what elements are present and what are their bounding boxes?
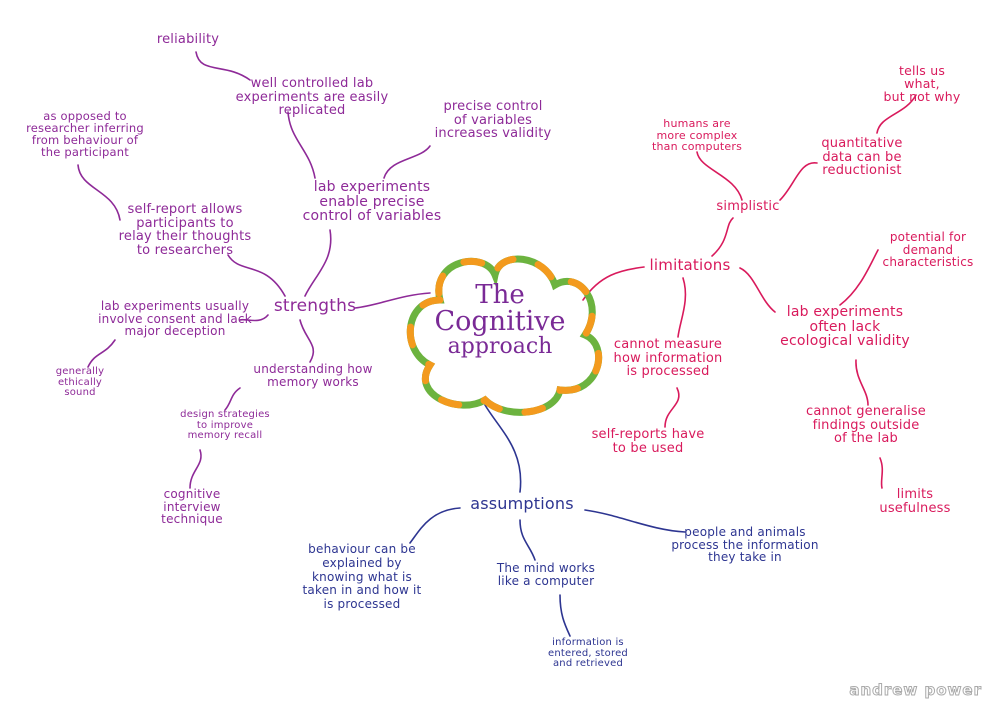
lab-enable-node: lab experiments enable precise control o… — [302, 179, 442, 225]
cannot-measure-node: cannot measure how information is proces… — [613, 337, 723, 380]
cloud-shape — [406, 255, 603, 416]
strengths-node: strengths — [273, 296, 357, 316]
ecological-validity-node: lab experiments often lack ecological va… — [780, 304, 910, 350]
strengths-connectors — [77, 51, 431, 489]
quantitative-node: quantitative data can be reductionist — [821, 136, 903, 179]
memory-node: understanding how memory works — [253, 362, 373, 389]
self-reports-used-node: self-reports have to be used — [591, 427, 705, 456]
limits-usefulness-node: limits usefulness — [879, 487, 951, 516]
central-title-line2: Cognitive — [434, 306, 566, 337]
reliability-node: reliability — [156, 32, 220, 47]
watermark: andrew power — [849, 681, 982, 700]
limitations-connectors — [582, 94, 917, 489]
demand-characteristics-node: potential for demand characteristics — [882, 230, 974, 270]
cognitive-interview-node: cognitive interview technique — [161, 487, 223, 527]
tells-us-node: tells us what, but not why — [883, 63, 961, 105]
people-animals-node: people and animals process the informati… — [671, 525, 819, 565]
precise-control-node: precise control of variables increases v… — [434, 99, 552, 142]
self-report-node: self-report allows participants to relay… — [118, 202, 252, 258]
central-title-line1: The — [475, 280, 525, 310]
humans-complex-node: humans are more complex than computers — [651, 117, 743, 154]
as-opposed-node: as opposed to researcher inferring from … — [26, 109, 144, 160]
design-strategies-node: design strategies to improve memory reca… — [180, 409, 270, 441]
limitations-node: limitations — [649, 256, 731, 274]
cannot-generalise-node: cannot generalise findings outside of th… — [806, 404, 926, 447]
central-title-line3: approach — [447, 334, 553, 360]
assumptions-node: assumptions — [470, 494, 574, 513]
assumptions-connectors — [409, 404, 686, 637]
ethical-node: generally ethically sound — [55, 366, 105, 398]
mind-computer-node: The mind works like a computer — [496, 561, 596, 588]
information-stored-node: information is entered, stored and retri… — [548, 637, 628, 669]
simplistic-node: simplistic — [716, 199, 780, 214]
consent-node: lab experiments usually involve consent … — [98, 299, 252, 339]
well-controlled-node: well controlled lab experiments are easi… — [235, 76, 389, 119]
behaviour-explained-node: behaviour can be explained by knowing wh… — [302, 542, 422, 612]
central-topic: The Cognitive approach — [425, 282, 575, 358]
